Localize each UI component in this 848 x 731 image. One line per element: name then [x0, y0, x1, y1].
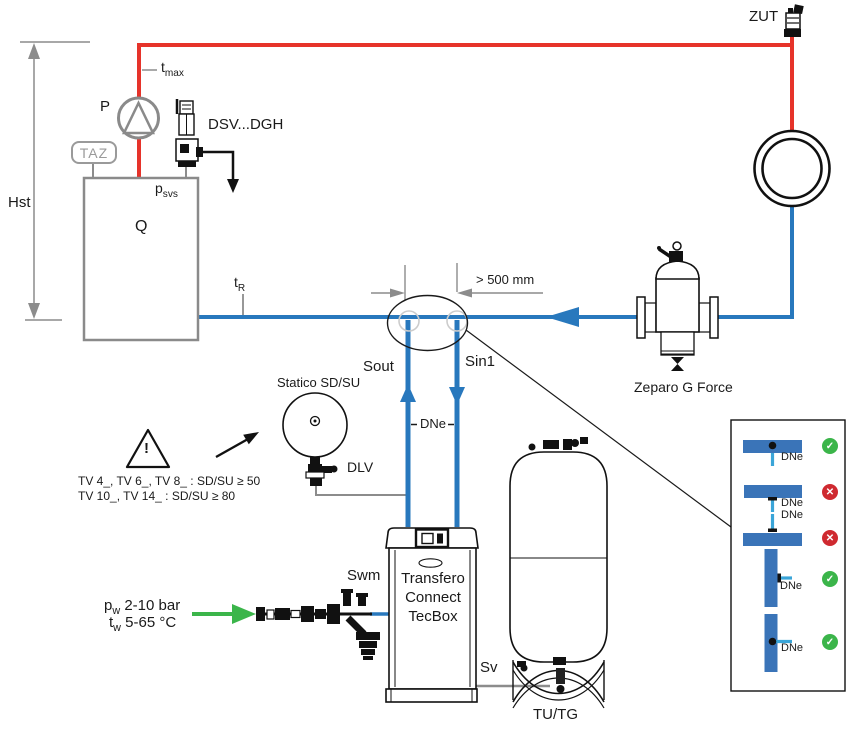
pointer-arrow	[215, 432, 259, 459]
taz-label: TAZ	[79, 144, 109, 161]
green-supply-arrow	[192, 604, 256, 624]
check-icon: ✓	[822, 634, 838, 650]
statico-vessel-icon	[282, 392, 348, 486]
swm-label: Swm	[347, 567, 381, 584]
tecbox-label: Transfero Connect TecBox	[391, 569, 475, 626]
statico-label: Statico SD/SU	[277, 375, 361, 390]
tutg-label: TU/TG	[533, 706, 578, 723]
heat-source-label: Q	[135, 218, 148, 235]
tutg-vessel-icon	[509, 437, 608, 709]
tmax-label: tmax	[161, 60, 184, 79]
zut-label: ZUT	[749, 8, 779, 25]
warning-exclamation-icon: !	[144, 440, 149, 457]
pw-base: p	[104, 597, 113, 614]
distance-dimension	[371, 263, 543, 300]
check-icon: ✓	[822, 438, 838, 454]
heat-consumer-icon	[753, 129, 831, 208]
tw-rest: 5-65 °C	[120, 614, 177, 631]
pw-sub: w	[112, 605, 121, 617]
pump-label: P	[100, 98, 111, 115]
psvs-base: p	[155, 180, 163, 196]
hst-label: Hst	[8, 194, 31, 211]
hst-dimension	[20, 41, 90, 321]
tr-label: tR	[234, 275, 245, 294]
inset-dne-label-2: DNe	[781, 497, 804, 509]
tr-sub: R	[237, 282, 246, 294]
inset-dne-label-3: DNe	[781, 509, 804, 521]
tmax-sub: max	[164, 67, 184, 79]
tecbox-label-line2: Connect	[405, 589, 461, 606]
dlv-label: DLV	[347, 459, 374, 475]
sv-label: Sv	[480, 659, 498, 676]
zeparo-label: Zeparo G Force	[634, 379, 733, 395]
supply-pipe	[137, 34, 794, 178]
safety-valve-label: DSV...DGH	[208, 116, 284, 133]
inset-dne-label-1: DNe	[781, 451, 804, 463]
pw-rest: 2-10 bar	[120, 597, 181, 614]
sout-label: Sout	[363, 358, 394, 375]
inset-detail-box	[730, 419, 846, 692]
pump-icon	[117, 96, 160, 140]
warning-triangle-icon	[125, 428, 171, 469]
cross-icon: ✕	[822, 530, 838, 546]
inset-dne-label-4: DNe	[780, 580, 803, 592]
tr-base: t	[234, 274, 238, 290]
supply-spec-line2: tw 5-65 °C	[109, 615, 176, 634]
flow-arrows	[400, 307, 579, 405]
inset-dne-label-5: DNe	[781, 642, 804, 654]
return-pipe	[198, 206, 794, 319]
boiler	[82, 176, 200, 342]
tecbox-cabinet	[385, 527, 479, 703]
psvs-label: psvs	[155, 181, 178, 200]
tecbox-label-line1: Transfero	[401, 570, 465, 587]
dne-mid-label: DNe	[420, 416, 447, 431]
warning-note-line2: TV 10_, TV 14_ : SD/SU ≥ 80	[78, 489, 236, 503]
warning-note-line1: TV 4_, TV 6_, TV 8_ : SD/SU ≥ 50	[78, 474, 261, 488]
taz-badge: TAZ	[71, 141, 117, 164]
distance-label: > 500 mm	[476, 272, 535, 287]
check-icon: ✓	[822, 571, 838, 587]
sin1-label: Sin1	[465, 353, 496, 370]
tmax-base: t	[161, 59, 165, 75]
supply-spec-line1: pw 2-10 bar	[104, 598, 180, 617]
expansion-pipes	[370, 320, 460, 616]
tw-base: t	[109, 614, 114, 631]
psvs-sub: svs	[162, 188, 178, 200]
tw-sub: w	[113, 622, 121, 634]
zeparo-deaerator-icon	[636, 241, 719, 371]
cross-icon: ✕	[822, 484, 838, 500]
connection-ellipse	[386, 294, 732, 528]
air-vent-icon	[784, 4, 804, 37]
safety-valve-icon	[175, 99, 203, 167]
swm-valve-assembly-icon	[256, 589, 380, 660]
tecbox-label-line3: TecBox	[408, 608, 458, 625]
discharge-arrow	[203, 150, 239, 193]
